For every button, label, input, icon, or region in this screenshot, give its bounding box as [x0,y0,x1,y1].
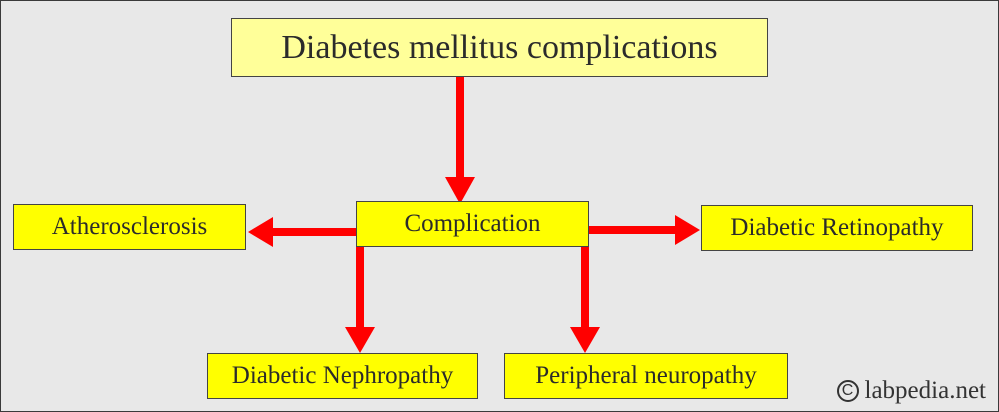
title-label: Diabetes mellitus complications [281,28,718,66]
arrowhead-complication-to-neuropathy [570,327,600,353]
nephropathy-node: Diabetic Nephropathy [207,353,478,399]
retinopathy-label: Diabetic Retinopathy [730,214,944,241]
arrowhead-title-to-complication [445,177,475,204]
retinopathy-node: Diabetic Retinopathy [701,205,973,251]
watermark: C labpedia.net [836,377,986,405]
nephropathy-label: Diabetic Nephropathy [231,362,454,389]
arrowhead-complication-to-atherosclerosis [248,217,273,247]
neuropathy-label: Peripheral neuropathy [535,362,757,389]
arrowhead-complication-to-nephropathy [345,327,375,353]
complication-node: Complication [356,201,589,247]
atherosclerosis-label: Atherosclerosis [51,213,208,240]
arrow-complication-to-retinopathy [589,226,677,234]
arrowhead-complication-to-retinopathy [675,215,700,245]
watermark-text: labpedia.net [864,377,986,404]
arrow-complication-to-neuropathy [581,247,589,329]
atherosclerosis-node: Atherosclerosis [13,204,246,250]
neuropathy-node: Peripheral neuropathy [504,353,788,399]
arrow-complication-to-nephropathy [356,247,364,329]
title-node: Diabetes mellitus complications [231,18,768,77]
complication-label: Complication [404,210,541,237]
copyright-icon: C [836,380,859,402]
arrow-complication-to-atherosclerosis [271,228,357,236]
arrow-title-to-complication [456,77,464,179]
